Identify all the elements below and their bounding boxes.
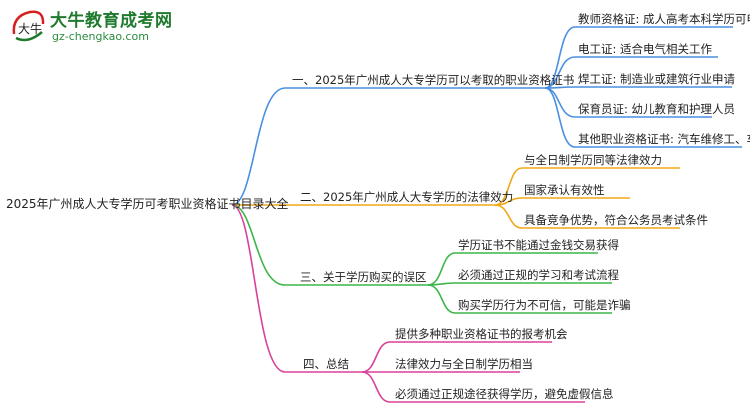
root-node[interactable]: 2025年广州成人大专学历可考职业资格证书目录大全 — [6, 197, 289, 211]
branch-1-item-5[interactable]: 其他职业资格证书: 汽车维修工、车工等 — [578, 132, 750, 146]
branch-1-item-2[interactable]: 电工证: 适合电气相关工作 — [578, 42, 713, 56]
branch-4-label[interactable]: 四、总结 — [303, 357, 349, 371]
branch-1-connectors — [231, 26, 742, 206]
branch-4-item-2[interactable]: 法律效力与全日制学历相当 — [395, 357, 533, 371]
brand-url: gz-chengkao.com — [52, 30, 149, 43]
branch-3-label[interactable]: 三、关于学历购买的误区 — [300, 270, 427, 284]
brand-name: 大牛教育成考网 — [50, 11, 173, 31]
branch-2-item-1[interactable]: 与全日制学历同等法律效力 — [524, 153, 662, 167]
branch-3-item-2[interactable]: 必须通过正规的学习和考试流程 — [458, 268, 619, 282]
branch-1-item-1[interactable]: 教师资格证: 成人高考本科学历可申请 — [578, 12, 750, 26]
branch-2-item-3[interactable]: 具备竞争优势，符合公务员考试条件 — [524, 213, 708, 227]
branch-3-connectors — [231, 204, 612, 314]
branch-3-item-1[interactable]: 学历证书不能通过金钱交易获得 — [458, 238, 619, 252]
branch-4-connectors — [231, 204, 585, 403]
branch-2-label[interactable]: 二、2025年广州成人大专学历的法律效力 — [300, 190, 514, 204]
branch-1-item-3[interactable]: 焊工证: 制造业或建筑行业申请 — [578, 72, 736, 86]
branch-2-connectors — [232, 167, 680, 229]
logo-mark-icon: 大牛 — [12, 10, 45, 42]
site-logo[interactable]: 大牛 大牛教育成考网 gz-chengkao.com — [4, 4, 194, 50]
branch-4-item-3[interactable]: 必须通过正规途径获得学历，避免虚假信息 — [395, 387, 614, 401]
branch-4-item-1[interactable]: 提供多种职业资格证书的报考机会 — [395, 327, 568, 341]
branch-1-item-4[interactable]: 保育员证: 幼儿教育和护理人员 — [578, 102, 736, 116]
branch-3-item-3[interactable]: 购买学历行为不可信，可能是诈骗 — [458, 298, 631, 312]
branch-1-label[interactable]: 一、2025年广州成人大专学历可以考取的职业资格证书 — [292, 73, 575, 87]
logo-mark-text: 大牛 — [18, 21, 42, 36]
branch-2-item-2[interactable]: 国家承认有效性 — [524, 183, 605, 197]
